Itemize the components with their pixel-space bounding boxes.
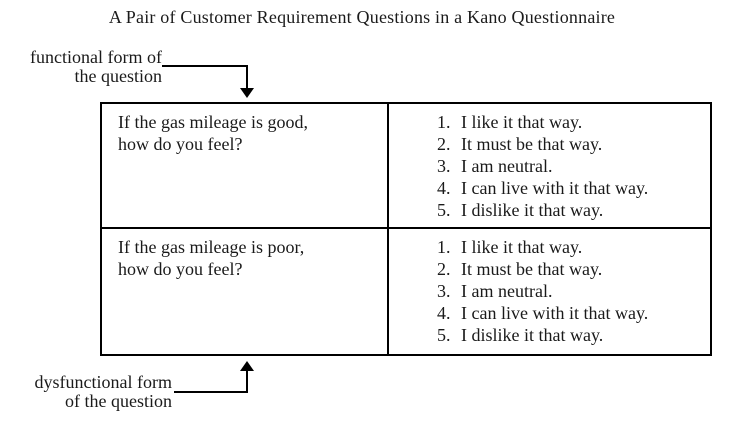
functional-question-line2: how do you feel? bbox=[118, 134, 243, 154]
option-text: I like it that way. bbox=[461, 112, 583, 132]
dysfunctional-form-label-line2: of the question bbox=[65, 391, 172, 411]
option-number: 1. bbox=[437, 112, 451, 132]
functional-options-cell: 1. I like it that way. 2. It must be tha… bbox=[389, 104, 710, 229]
list-item: 1. I like it that way. bbox=[437, 111, 706, 133]
arrow-down-icon bbox=[240, 88, 254, 98]
functional-question-cell: If the gas mileage is good, how do you f… bbox=[102, 104, 389, 229]
functional-connector-vertical-line bbox=[246, 66, 248, 89]
option-number: 2. bbox=[437, 259, 451, 279]
questionnaire-table: If the gas mileage is good, how do you f… bbox=[100, 102, 712, 356]
functional-form-label-line2: the question bbox=[74, 66, 163, 86]
dysfunctional-form-label: dysfunctional form of the question bbox=[8, 373, 172, 411]
option-text: I dislike it that way. bbox=[461, 325, 604, 345]
functional-form-label-line1: functional form of bbox=[30, 47, 162, 67]
list-item: 3. I am neutral. bbox=[437, 280, 706, 302]
option-text: I am neutral. bbox=[461, 156, 553, 176]
list-item: 5. I dislike it that way. bbox=[437, 324, 706, 346]
option-text: I can live with it that way. bbox=[461, 178, 649, 198]
option-text: I dislike it that way. bbox=[461, 200, 604, 220]
dysfunctional-connector-horizontal-line bbox=[174, 391, 248, 393]
option-number: 5. bbox=[437, 325, 451, 345]
option-text: It must be that way. bbox=[461, 134, 603, 154]
option-text: It must be that way. bbox=[461, 259, 603, 279]
list-item: 2. It must be that way. bbox=[437, 258, 706, 280]
list-item: 2. It must be that way. bbox=[437, 133, 706, 155]
list-item: 4. I can live with it that way. bbox=[437, 302, 706, 324]
option-number: 2. bbox=[437, 134, 451, 154]
option-number: 1. bbox=[437, 237, 451, 257]
option-number: 4. bbox=[437, 178, 451, 198]
dysfunctional-question-line1: If the gas mileage is poor, bbox=[118, 237, 305, 257]
dysfunctional-form-label-line1: dysfunctional form bbox=[34, 372, 172, 392]
list-item: 4. I can live with it that way. bbox=[437, 177, 706, 199]
arrow-up-icon bbox=[240, 361, 254, 371]
list-item: 5. I dislike it that way. bbox=[437, 199, 706, 221]
functional-form-label: functional form of the question bbox=[10, 48, 162, 86]
functional-question-line1: If the gas mileage is good, bbox=[118, 112, 308, 132]
option-number: 4. bbox=[437, 303, 451, 323]
option-number: 5. bbox=[437, 200, 451, 220]
option-text: I am neutral. bbox=[461, 281, 553, 301]
list-item: 1. I like it that way. bbox=[437, 236, 706, 258]
dysfunctional-question-cell: If the gas mileage is poor, how do you f… bbox=[102, 229, 389, 354]
dysfunctional-question-line2: how do you feel? bbox=[118, 259, 243, 279]
option-text: I can live with it that way. bbox=[461, 303, 649, 323]
figure-title: A Pair of Customer Requirement Questions… bbox=[108, 7, 616, 27]
functional-connector-horizontal-line bbox=[162, 65, 248, 67]
list-item: 3. I am neutral. bbox=[437, 155, 706, 177]
dysfunctional-connector-vertical-line bbox=[246, 370, 248, 392]
option-number: 3. bbox=[437, 281, 451, 301]
option-number: 3. bbox=[437, 156, 451, 176]
option-text: I like it that way. bbox=[461, 237, 583, 257]
dysfunctional-options-cell: 1. I like it that way. 2. It must be tha… bbox=[389, 229, 710, 354]
